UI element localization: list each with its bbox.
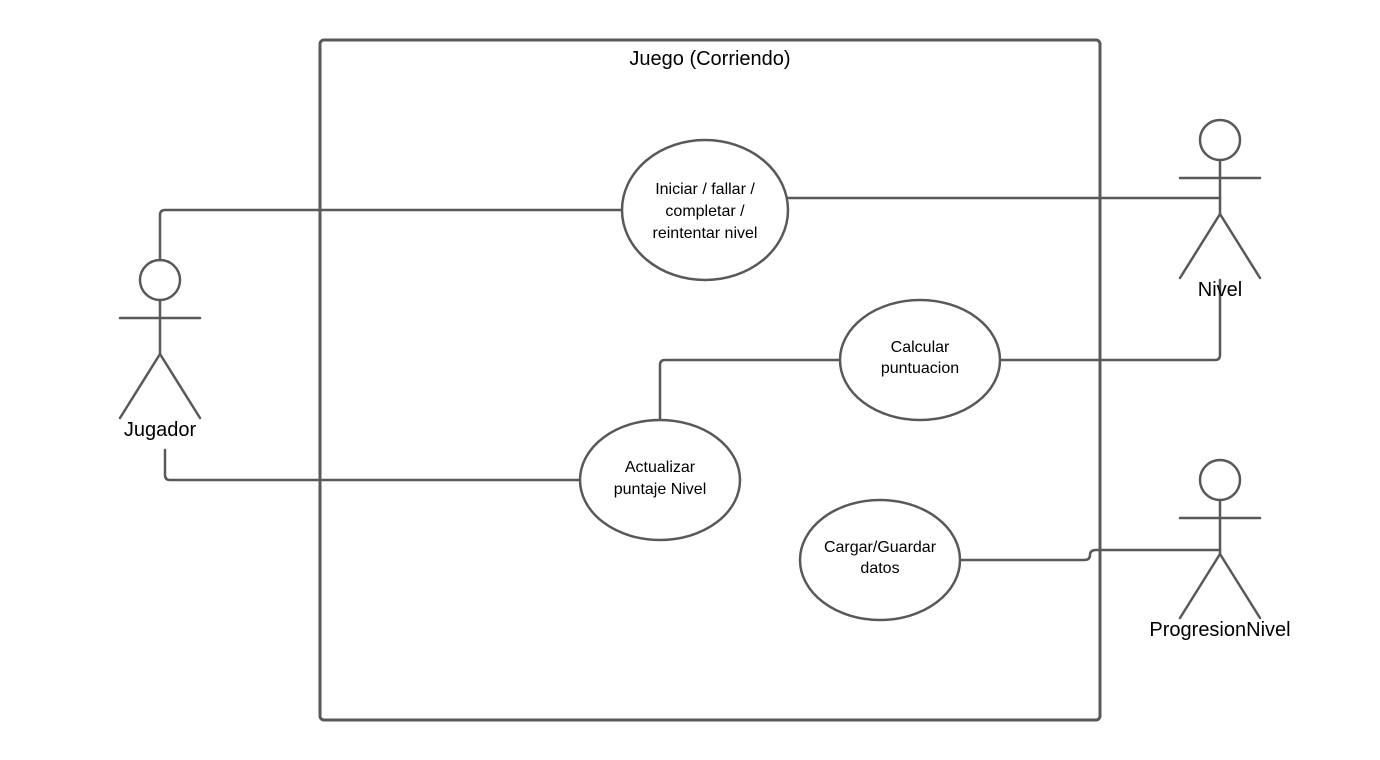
actor-nivel-leg-left: [1178, 212, 1222, 280]
use-case-calcular-line-2: puntuacion: [881, 360, 959, 377]
actor-nivel-leg-right: [1218, 212, 1262, 280]
use-case-cargar[interactable]: Cargar/Guardar datos: [798, 498, 962, 622]
actor-progresion-head-icon: [1198, 458, 1242, 502]
use-case-iniciar-line-1: Iniciar / fallar /: [655, 181, 755, 198]
actor-nivel-label: Nivel: [1198, 279, 1242, 301]
use-case-cargar-line-2: datos: [860, 560, 899, 577]
use-case-iniciar-shape: [620, 138, 790, 282]
use-case-calcular-shape: [838, 298, 1002, 422]
actor-jugador[interactable]: Jugador: [118, 258, 202, 441]
use-case-calcular-line-1: Calcular: [891, 339, 950, 356]
association-jugador-actualizar: [163, 448, 582, 482]
system-title: Juego (Corriendo): [629, 48, 790, 70]
use-case-iniciar-line-2: completar /: [665, 203, 745, 220]
actor-jugador-head-icon: [138, 258, 182, 302]
use-case-cargar-line-1: Cargar/Guardar: [824, 539, 937, 556]
use-case-iniciar-line-3: reintentar nivel: [653, 225, 758, 242]
actor-progresion-nivel[interactable]: ProgresionNivel: [1149, 458, 1291, 641]
actor-progresion-label: ProgresionNivel: [1149, 619, 1290, 641]
use-case-actualizar-shape: [578, 418, 742, 542]
use-case-cargar-shape: [798, 498, 962, 622]
actor-progresion-leg-right: [1218, 552, 1262, 620]
use-case-actualizar-line-2: puntaje Nivel: [614, 481, 707, 498]
use-case-calcular[interactable]: Calcular puntuacion: [838, 298, 1002, 422]
association-calcular-nivel: [998, 278, 1222, 362]
actor-nivel-head-icon: [1198, 118, 1242, 162]
association-actualizar-calcular: [658, 358, 842, 422]
actor-progresion-leg-left: [1178, 552, 1222, 620]
association-jugador-iniciar: [158, 208, 624, 262]
actor-jugador-label: Jugador: [124, 419, 197, 441]
actor-jugador-leg-left: [118, 352, 162, 420]
use-case-actualizar-line-1: Actualizar: [625, 459, 696, 476]
use-case-actualizar[interactable]: Actualizar puntaje Nivel: [578, 418, 742, 542]
use-case-iniciar[interactable]: Iniciar / fallar / completar / reintenta…: [620, 138, 790, 282]
actor-nivel[interactable]: Nivel: [1178, 118, 1262, 301]
association-cargar-progresion: [958, 548, 1222, 562]
actor-jugador-leg-right: [158, 352, 202, 420]
